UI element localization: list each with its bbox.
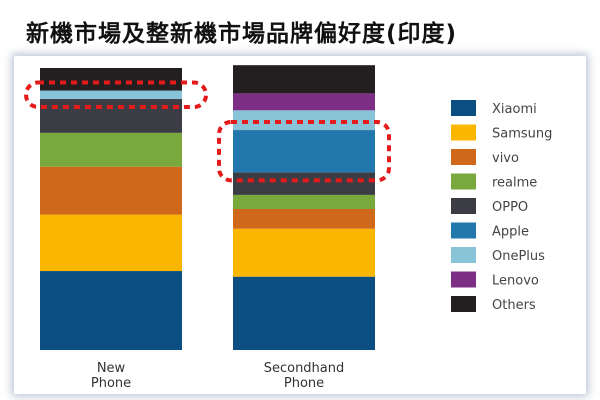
legend-swatch bbox=[451, 198, 476, 214]
legend-swatch bbox=[451, 124, 476, 141]
legend-label: OPPO bbox=[492, 200, 528, 215]
bar-apple-secondhand bbox=[233, 130, 375, 173]
bar-realme-new bbox=[40, 132, 182, 167]
bar-oppo-new bbox=[40, 99, 182, 133]
legend-swatch bbox=[451, 247, 476, 263]
legend-label: Apple bbox=[492, 225, 529, 240]
bar-others-new bbox=[40, 68, 182, 91]
bar-vivo-new bbox=[40, 166, 182, 215]
bar-others-secondhand bbox=[233, 65, 375, 94]
bar-xiaomi-new bbox=[40, 271, 182, 350]
legend-label: Others bbox=[492, 298, 536, 313]
bar-vivo-secondhand bbox=[233, 209, 375, 229]
legend-label: Lenovo bbox=[492, 274, 539, 289]
bar-realme-secondhand bbox=[233, 194, 375, 209]
bar-samsung-secondhand bbox=[233, 228, 375, 277]
legend-swatch bbox=[451, 271, 476, 288]
legend-label: realme bbox=[492, 176, 537, 191]
highlight-outline bbox=[24, 80, 208, 110]
legend-swatch bbox=[451, 149, 476, 165]
legend-swatch bbox=[451, 296, 476, 312]
legend-label: Samsung bbox=[492, 127, 552, 142]
bar-oppo-secondhand bbox=[233, 172, 375, 195]
bar-xiaomi-secondhand bbox=[233, 276, 375, 350]
legend-label: vivo bbox=[492, 151, 519, 166]
bar-oneplus-secondhand bbox=[233, 110, 375, 131]
bar-lenovo-secondhand bbox=[233, 93, 375, 111]
highlight-outline bbox=[217, 120, 391, 183]
legend-label: Xiaomi bbox=[492, 102, 537, 117]
bar-samsung-new bbox=[40, 214, 182, 272]
chart-title: 新機市場及整新機市場品牌偏好度(印度) bbox=[26, 21, 458, 47]
legend-swatch bbox=[451, 100, 476, 116]
legend-swatch bbox=[451, 222, 476, 239]
bar-oneplus-new bbox=[40, 90, 182, 100]
legend-swatch bbox=[451, 173, 476, 190]
legend-label: OnePlus bbox=[492, 249, 545, 264]
